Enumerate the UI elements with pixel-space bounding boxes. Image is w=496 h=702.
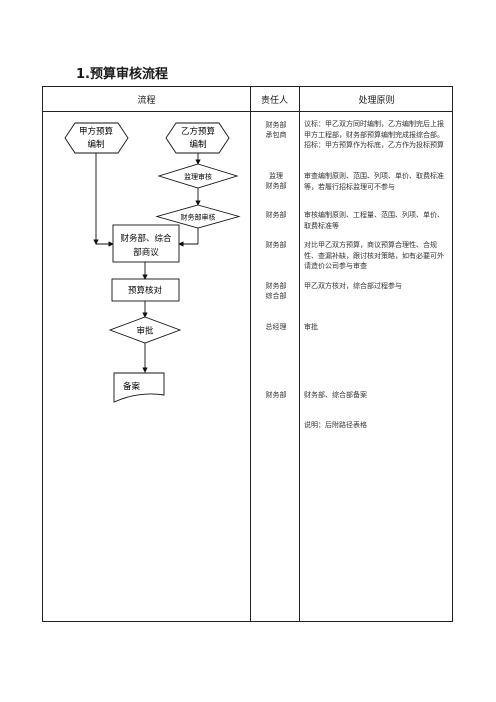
responsible-line: 财务部 <box>265 391 287 399</box>
row-1-principle: 议标：甲乙双方同时编制，乙方编制完后上报甲方工程部，财务部预算编制完成报综合部。… <box>304 120 444 149</box>
responsible-line: 财务部 <box>265 282 287 290</box>
party-b-budget-line1: 乙方预算 <box>181 126 216 137</box>
party-a-budget-line2: 编制 <box>87 139 104 150</box>
finance-consult-node: 财务部、综合 部商议 <box>112 224 180 263</box>
header-divider <box>43 111 452 112</box>
responsible-line: 综合部 <box>265 292 287 300</box>
column-divider <box>250 87 251 621</box>
archive-label: 备案 <box>123 381 141 392</box>
row-2-responsible: 监理 财务部 <box>253 171 299 191</box>
row-7-principle: 财务部、综合部备案 <box>304 391 367 399</box>
supervision-review-label: 监理审核 <box>184 172 212 181</box>
row-4-principle: 对比甲乙双方预算，商议预算合理性、合规性、查漏补缺，跟讨核对策略，如有必要可外请… <box>304 241 444 270</box>
party-b-budget-node: 乙方预算 编制 <box>165 122 230 154</box>
responsible-line: 财务部 <box>265 211 287 219</box>
row-3-responsible: 财务部 <box>253 210 299 220</box>
budget-check-node: 预算核对 <box>111 278 180 302</box>
responsible-line: 承包商 <box>265 131 287 139</box>
responsible-line: 总经理 <box>265 323 287 331</box>
flowchart: 甲方预算 编制 乙方预算 编制 监理审核 财务部审核 财务部、综合 部商议 <box>64 122 241 403</box>
party-a-budget-node: 甲方预算 编制 <box>64 122 129 154</box>
approval-label: 审批 <box>136 326 154 337</box>
process-table: 流程 责任人 处理原则 甲方预算 编制 <box>42 86 453 622</box>
responsible-line: 财务部 <box>265 121 287 129</box>
row-8-principle: 说明：后附路径表格 <box>304 421 367 429</box>
responsible-line: 财务部 <box>265 182 287 190</box>
finance-review-node: 财务部审核 <box>155 204 241 229</box>
row-6-principle: 审批 <box>304 323 318 331</box>
finance-consult-line2: 部商议 <box>133 247 159 258</box>
flow-connectors <box>93 153 201 373</box>
header-principle: 处理原则 <box>358 96 395 106</box>
row-7-responsible: 财务部 <box>253 390 299 400</box>
approval-node: 审批 <box>108 316 182 344</box>
archive-node: 备案 <box>113 372 165 403</box>
responsible-line: 财务部 <box>265 241 287 249</box>
header-responsible: 责任人 <box>260 96 288 106</box>
responsible-line: 监理 <box>269 172 283 180</box>
column-divider <box>299 87 300 621</box>
party-a-budget-line1: 甲方预算 <box>79 126 114 137</box>
row-6-responsible: 总经理 <box>253 322 299 332</box>
budget-check-label: 预算核对 <box>128 285 163 296</box>
finance-review-label: 财务部审核 <box>181 213 216 222</box>
page-title: 1.预算审核流程 <box>76 67 168 82</box>
row-1-responsible: 财务部 承包商 <box>253 120 299 140</box>
row-5-principle: 甲乙双方核对，综合部过程参与 <box>304 282 402 290</box>
row-5-responsible: 财务部 综合部 <box>253 281 299 301</box>
row-2-principle: 审查编制原则、范围、列项、单价、取费标准等，若履行招标监理可不参与 <box>304 172 444 191</box>
row-4-responsible: 财务部 <box>253 240 299 250</box>
party-b-budget-line2: 编制 <box>189 139 206 150</box>
header-flow: 流程 <box>137 96 156 106</box>
finance-consult-line1: 财务部、综合 <box>120 233 172 244</box>
row-3-principle: 审核编制原则、工程量、范围、列项、单价、取费标准等 <box>304 211 444 230</box>
supervision-review-node: 监理审核 <box>157 163 239 189</box>
